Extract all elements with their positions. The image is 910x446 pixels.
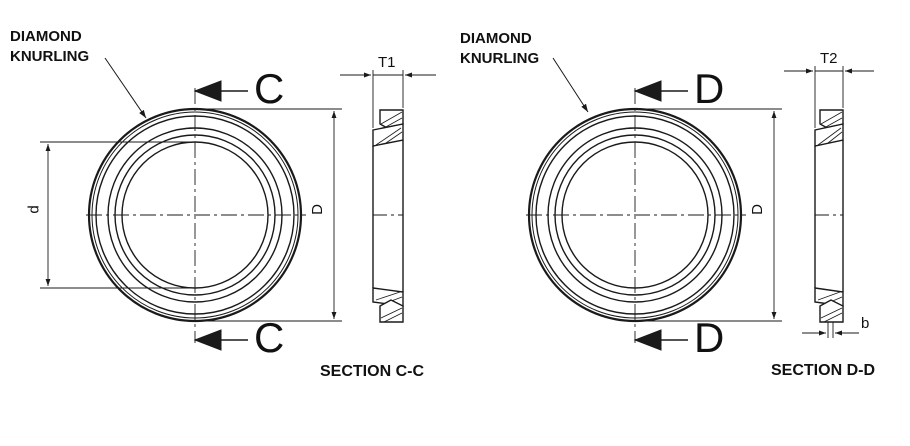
right-knurling-callout: DIAMOND KNURLING [460,29,539,69]
right-section-letter-top: D [694,65,725,112]
left-section-letter-bottom: C [254,314,285,361]
left-ring-front-view [86,88,306,343]
left-dim-d-label: d [25,205,43,214]
left-knurling-leader [104,57,147,119]
left-section-title: SECTION C-C [320,363,424,380]
left-dim-T1-label: T1 [378,54,396,71]
right-section-letter-bottom: D [694,314,725,361]
left-callout-line-2: KNURLING [10,48,90,65]
left-section-markers [193,80,248,351]
left-dim-D-label: D [308,204,326,215]
left-section-view [340,70,436,323]
right-dimension-D [635,108,782,322]
right-knurling-leader [552,57,589,113]
left-knurling-callout: DIAMOND KNURLING [10,27,89,67]
left-section-letter-top: C [254,65,285,112]
right-dim-T2-label: T2 [820,50,838,67]
right-dim-D-label: D [748,204,766,215]
right-section-markers [633,80,688,351]
right-dim-b-label: b [861,315,870,332]
right-section-view [784,66,874,338]
right-callout-line-1: DIAMOND [460,30,532,47]
left-dimension-D [195,108,342,322]
left-callout-line-1: DIAMOND [10,28,82,45]
right-section-title: SECTION D-D [771,362,875,379]
left-dimension-d [40,141,195,289]
right-ring-front-view [526,88,746,343]
right-callout-line-2: KNURLING [460,50,540,67]
